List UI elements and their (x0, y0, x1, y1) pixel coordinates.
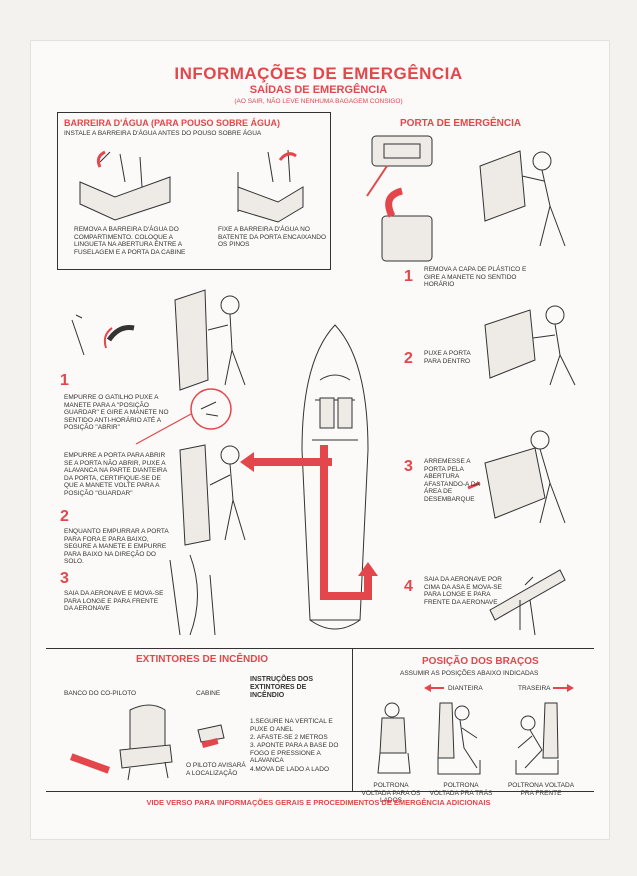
extinguisher-instruction-2: 2. AFASTE-SE 2 METROS (250, 734, 328, 741)
cabin-label: CABINE (196, 690, 221, 697)
overwing-exit-arrowhead (358, 562, 378, 576)
forward-arrow-line (430, 687, 444, 689)
brace-aft-facing-illustration (437, 702, 481, 775)
footer-note: VIDE VERSO PARA INFORMAÇÕES GERAIS E PRO… (146, 798, 491, 807)
emergency-door-step-3-number: 3 (404, 458, 413, 475)
water-barrier-step-right: FIXE A BARREIRA D'ÁGUA NO BATENTE DA POR… (218, 226, 326, 248)
extinguisher-instruction-3: 3. APONTE PARA A BASE DO FOGO E PRESSION… (250, 742, 339, 764)
main-door-person-2 (179, 444, 246, 546)
emergency-door-person-1 (479, 150, 566, 247)
extinguisher-instruction-1: 1.SEGURE NA VERTICAL E PUXE O ANEL (250, 718, 333, 733)
water-barrier-panel (57, 112, 331, 270)
extinguishers-title: EXTINTORES DE INCÊNDIO (136, 654, 269, 665)
emergency-door-step-4: SAIA DA AERONAVE POR CIMA DA ASA E MOVA-… (424, 576, 502, 606)
water-barrier-title: BARREIRA D'ÁGUA (PARA POUSO SOBRE ÁGUA) (64, 118, 280, 128)
bottom-divider-top (46, 648, 594, 650)
emergency-door-title: PORTA DE EMERGÊNCIA (400, 118, 522, 129)
emergency-door-exit-illustration (489, 569, 566, 636)
brace-title: POSIÇÃO DOS BRAÇOS (422, 656, 539, 667)
main-door-exit-illustration (169, 554, 216, 636)
main-door-handle-illustration (71, 314, 135, 356)
emergency-door-person-3 (467, 430, 566, 524)
emergency-door-step-4-number: 4 (404, 578, 413, 595)
main-door-exit-arrowhead (240, 452, 254, 472)
emergency-door-person-2 (484, 305, 576, 386)
bottom-divider-bottom (46, 791, 594, 793)
aircraft-plan-view (301, 324, 369, 630)
brace-forward-facing-illustration (515, 702, 559, 775)
aisle-arrow-vertical (320, 445, 328, 600)
aft-arrow-line (553, 687, 567, 689)
main-door-step-1: EMPURRE O GATILHO PUXE A MANETE PARA A "… (64, 394, 169, 431)
emergency-door-step-1: REMOVA A CAPA DE PLÁSTICO E GIRE A MANET… (424, 266, 527, 288)
brace-subtitle: ASSUMIR AS POSIÇÕES ABAIXO INDICADAS (400, 670, 539, 677)
bottom-divider-middle (352, 648, 354, 792)
aft-label: TRASEIRA (518, 685, 551, 692)
page-subtitle: SAÍDAS DE EMERGÊNCIA (249, 84, 388, 96)
forward-label: DIANTEIRA (448, 685, 483, 692)
copilot-bench-label: BANCO DO CO-PILOTO (64, 690, 137, 697)
main-door-push-note: EMPURRE A PORTA PARA ABRIR SE A PORTA NÃ… (64, 452, 167, 497)
main-door-person-1 (174, 289, 246, 391)
forward-arrowhead (424, 684, 431, 692)
overwing-exit-arrow (364, 574, 372, 600)
emergency-door-step-2: PUXE A PORTA PARA DENTRO (424, 350, 471, 365)
page-note: (AO SAIR, NÃO LEVE NENHUMA BAGAGEM CONSI… (234, 98, 403, 105)
brace-caption-aft: POLTRONA VOLTADA PRA TRÁS (429, 782, 493, 797)
pilot-note: O PILOTO AVISARÁ A LOCALIZAÇÃO (186, 762, 246, 777)
main-door-step-1-number: 1 (60, 372, 69, 389)
aisle-arrow-horizontal (320, 592, 372, 600)
copilot-seat-illustration (119, 704, 173, 781)
aft-arrowhead (567, 684, 574, 692)
page-title: INFORMAÇÕES DE EMERGÊNCIA (174, 64, 463, 83)
brace-caption-forward: POLTRONA VOLTADA PRA FRENTE (507, 782, 575, 797)
water-barrier-subtitle: INSTALE A BARREIRA D'ÁGUA ANTES DO POUSO… (64, 130, 262, 137)
main-door-exit-arrow (252, 458, 332, 466)
extinguisher-instructions-title: INSTRUÇÕES DOS EXTINTORES DE INCÊNDIO (250, 676, 314, 699)
emergency-door-step-1-number: 1 (404, 268, 413, 285)
handle-detail-callout (135, 388, 232, 445)
main-door-step-3: SAIA DA AERONAVE E MOVA-SE PARA LONGE E … (64, 590, 164, 612)
emergency-door-handle-illustration (366, 135, 433, 262)
main-door-step-3-number: 3 (60, 570, 69, 587)
water-barrier-fix-illustration (237, 149, 304, 223)
cabin-extinguisher-illustration (197, 724, 225, 748)
brace-caption-sideways: POLTRONA VOLTADA PARA OS LADOS (361, 782, 421, 804)
brace-sideways-illustration (377, 702, 411, 774)
main-door-step-2-number: 2 (60, 508, 69, 525)
extinguisher-instruction-4: 4.MOVA DE LADO A LADO (250, 766, 329, 773)
water-barrier-step-left: REMOVA A BARREIRA D'ÁGUA DO COMPARTIMENT… (74, 226, 186, 256)
emergency-door-step-3: ARREMESSE A PORTA PELA ABERTURA AFASTAND… (424, 458, 480, 503)
emergency-door-step-2-number: 2 (404, 350, 413, 367)
water-barrier-remove-illustration (79, 150, 171, 221)
main-door-step-2: ENQUANTO EMPURRAR A PORTA PARA FORA E PA… (64, 528, 169, 565)
